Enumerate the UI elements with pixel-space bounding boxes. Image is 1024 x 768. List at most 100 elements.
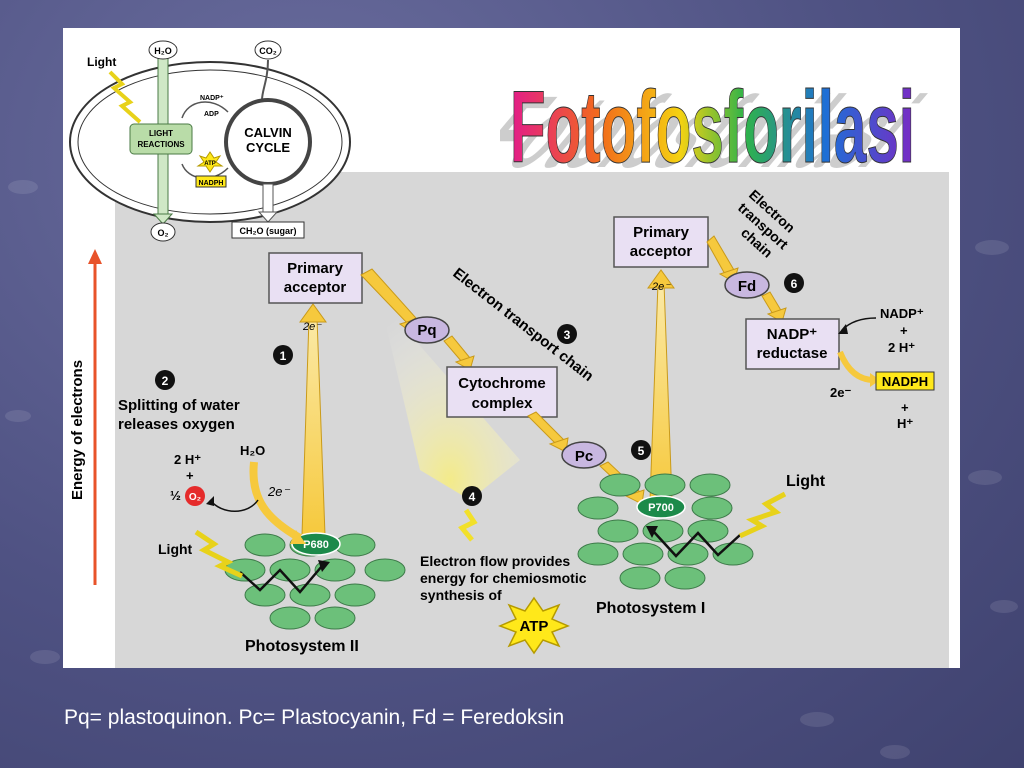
sugar-arrow bbox=[262, 183, 274, 215]
inset-atp-star bbox=[196, 151, 224, 173]
atp-text-2: energy for chemiosmotic bbox=[420, 570, 587, 586]
etc1-arrow-4-head bbox=[624, 489, 645, 505]
p700-reaction-center bbox=[636, 495, 686, 519]
energy-bolt bbox=[458, 508, 478, 542]
inset-light-label: Light bbox=[87, 55, 116, 69]
ps1-acceptor-label-1: Primary bbox=[633, 224, 690, 241]
atp-star-label: ATP bbox=[520, 618, 549, 635]
title-shadow: Fotofosforilasi bbox=[500, 76, 930, 180]
calvin-label-1: CALVIN bbox=[244, 125, 291, 140]
energy-axis-label: Energy of electrons bbox=[69, 360, 86, 500]
nadp-label: NADP⁺ bbox=[200, 95, 224, 102]
chlorophyll-disk bbox=[244, 583, 286, 607]
water-splitting-text-2: releases oxygen bbox=[118, 416, 235, 433]
chlorophyll-disk bbox=[597, 519, 639, 543]
ps2-light-zigzag bbox=[194, 529, 244, 579]
ps1-excitation-arrowhead bbox=[646, 526, 658, 538]
step-5-marker bbox=[631, 440, 651, 460]
chlorophyll-disk bbox=[244, 533, 286, 557]
chlorophyll-disk bbox=[619, 566, 661, 590]
background-dot bbox=[30, 650, 60, 664]
nadph-label: NADPH bbox=[882, 374, 928, 389]
sugar-arrow-head bbox=[257, 211, 279, 223]
adp-label: ADP bbox=[204, 111, 219, 118]
fd-carrier bbox=[724, 271, 770, 299]
ps2-h2o-label: H₂O bbox=[240, 443, 265, 458]
photophosphorylation-diagram: H₂O O₂ LIGHT REACTIONS Light CO₂ CALVIN … bbox=[69, 40, 949, 668]
step-4-marker bbox=[462, 486, 482, 506]
inset-atp-label: ATP bbox=[204, 161, 216, 167]
background-dot bbox=[800, 712, 834, 727]
pc-label: Pc bbox=[575, 448, 593, 465]
title-wordart: Fotofosforilasi Fotofosforilasi bbox=[500, 70, 930, 181]
ps2-acceptor-label-1: Primary bbox=[287, 260, 344, 277]
ps1-acceptor-label-2: acceptor bbox=[630, 243, 693, 260]
ps2-electron-label: 2e⁻ bbox=[302, 321, 322, 333]
co2-label: CO₂ bbox=[259, 46, 277, 56]
h2o-label: H₂O bbox=[154, 46, 172, 56]
chlorophyll-disk bbox=[689, 473, 731, 497]
nadp-loop bbox=[181, 101, 229, 119]
step-3-marker bbox=[557, 324, 577, 344]
chlorophyll-disk bbox=[622, 542, 664, 566]
chlorophyll-disk bbox=[599, 473, 641, 497]
nadph-arrowhead bbox=[870, 373, 880, 387]
chlorophyll-disk bbox=[577, 542, 619, 566]
photosystem-ii: 2e⁻ Primary acceptor P680 Photosystem II… bbox=[118, 252, 406, 655]
light-reactions-label-2: REACTIONS bbox=[137, 140, 185, 149]
water-arrow-head bbox=[152, 213, 174, 225]
chlorophyll-disk bbox=[644, 473, 686, 497]
ps2-beam-head bbox=[299, 303, 327, 323]
background-dot bbox=[968, 470, 1002, 485]
slide-title: Fotofosforilasi bbox=[510, 70, 915, 180]
chlorophyll-disk bbox=[334, 583, 376, 607]
ps1-light-label: Light bbox=[786, 473, 826, 490]
chlorophyll-disk bbox=[691, 496, 733, 520]
water-electron-label: 2e⁻ bbox=[267, 484, 290, 499]
nadp-input-arrowhead bbox=[838, 324, 848, 334]
co2-arrow bbox=[261, 59, 269, 101]
step-3-label: 3 bbox=[564, 328, 571, 342]
ps2-acceptor-label-2: acceptor bbox=[284, 279, 347, 296]
background-dot bbox=[975, 240, 1009, 255]
energy-axis-arrow bbox=[88, 249, 102, 264]
background-dot bbox=[5, 410, 31, 422]
sugar-box bbox=[231, 221, 305, 239]
ps1-electron-label: 2e⁻ bbox=[651, 281, 671, 293]
nadph-h-label: H⁺ bbox=[897, 416, 913, 431]
step-4-label: 4 bbox=[469, 490, 476, 504]
step-1-label: 1 bbox=[280, 349, 287, 363]
calvin-label-2: CYCLE bbox=[246, 140, 290, 155]
chlorophyll-disk bbox=[269, 558, 311, 582]
nadph-box bbox=[875, 371, 935, 391]
etc1-arrow-3-head bbox=[548, 437, 569, 453]
reductase-label-2: reductase bbox=[757, 345, 828, 362]
atp-text-1: Electron flow provides bbox=[420, 553, 570, 569]
ps2-excitation-arrowhead bbox=[318, 560, 330, 572]
atp-text-3: synthesis of bbox=[420, 587, 502, 603]
light-zigzag bbox=[108, 70, 142, 124]
p700-label: P700 bbox=[648, 502, 674, 514]
inset-chloroplast: H₂O O₂ LIGHT REACTIONS Light CO₂ CALVIN … bbox=[69, 40, 351, 242]
pq-label: Pq bbox=[417, 322, 436, 339]
chlorophyll-disk bbox=[364, 558, 406, 582]
step-6-marker bbox=[784, 273, 804, 293]
pc-carrier bbox=[561, 441, 607, 469]
atp-synthesis: 4 Electron flow provides energy for chem… bbox=[420, 486, 587, 655]
ps2-excitation-path bbox=[239, 565, 323, 594]
cytochrome-label-1: Cytochrome bbox=[458, 375, 546, 392]
light-reactions-label-1: LIGHT bbox=[149, 129, 173, 138]
chlorophyll-disk bbox=[577, 496, 619, 520]
chlorophyll-disk bbox=[664, 566, 706, 590]
pq-carrier bbox=[404, 316, 450, 344]
chloroplast-inner-membrane bbox=[77, 69, 343, 215]
nadph-electron-label: 2e⁻ bbox=[830, 385, 851, 400]
background-dot bbox=[8, 180, 38, 194]
water-splitting-text-1: Splitting of water bbox=[118, 397, 240, 414]
water-electron-arrow bbox=[249, 461, 302, 542]
sugar-label: CH₂O (sugar) bbox=[239, 226, 296, 236]
nadph-plus-label: + bbox=[901, 400, 909, 415]
step-2-label: 2 bbox=[162, 374, 169, 388]
ps2-light-label: Light bbox=[158, 541, 193, 557]
cytochrome-complex-box bbox=[446, 366, 558, 418]
